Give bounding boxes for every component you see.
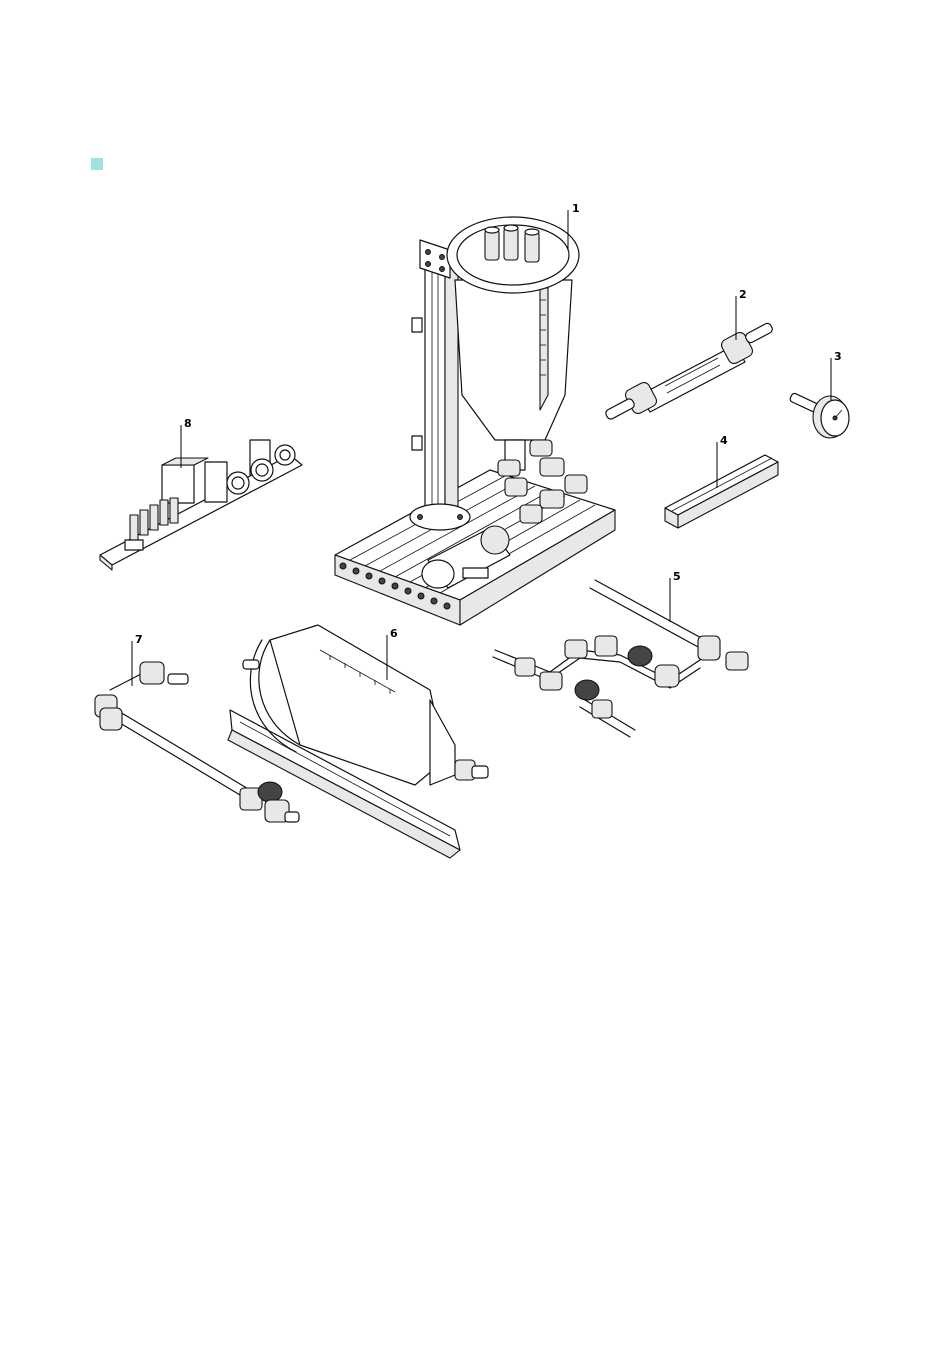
part-1-reservoir-station <box>335 217 615 625</box>
part-4-profile-rail <box>665 455 778 528</box>
callout-5-label: 5 <box>673 570 681 583</box>
part-5-pipe-assembly <box>493 580 748 737</box>
callout-7-label: 7 <box>135 633 143 646</box>
part-8-control-board <box>100 440 302 570</box>
callout-8-label: 8 <box>184 417 192 430</box>
part-3-pressure-gauge <box>789 392 849 438</box>
part-2-flow-meter <box>604 322 773 420</box>
callout-4-label: 4 <box>720 434 728 447</box>
callout-2-label: 2 <box>739 288 747 301</box>
callout-1-label: 1 <box>572 202 580 215</box>
callout-6-label: 6 <box>390 627 398 640</box>
callout-3: 3 <box>831 350 842 400</box>
callout-5: 5 <box>670 570 681 622</box>
part-6-horizontal-tank <box>228 625 488 858</box>
callout-3-label: 3 <box>834 350 842 363</box>
